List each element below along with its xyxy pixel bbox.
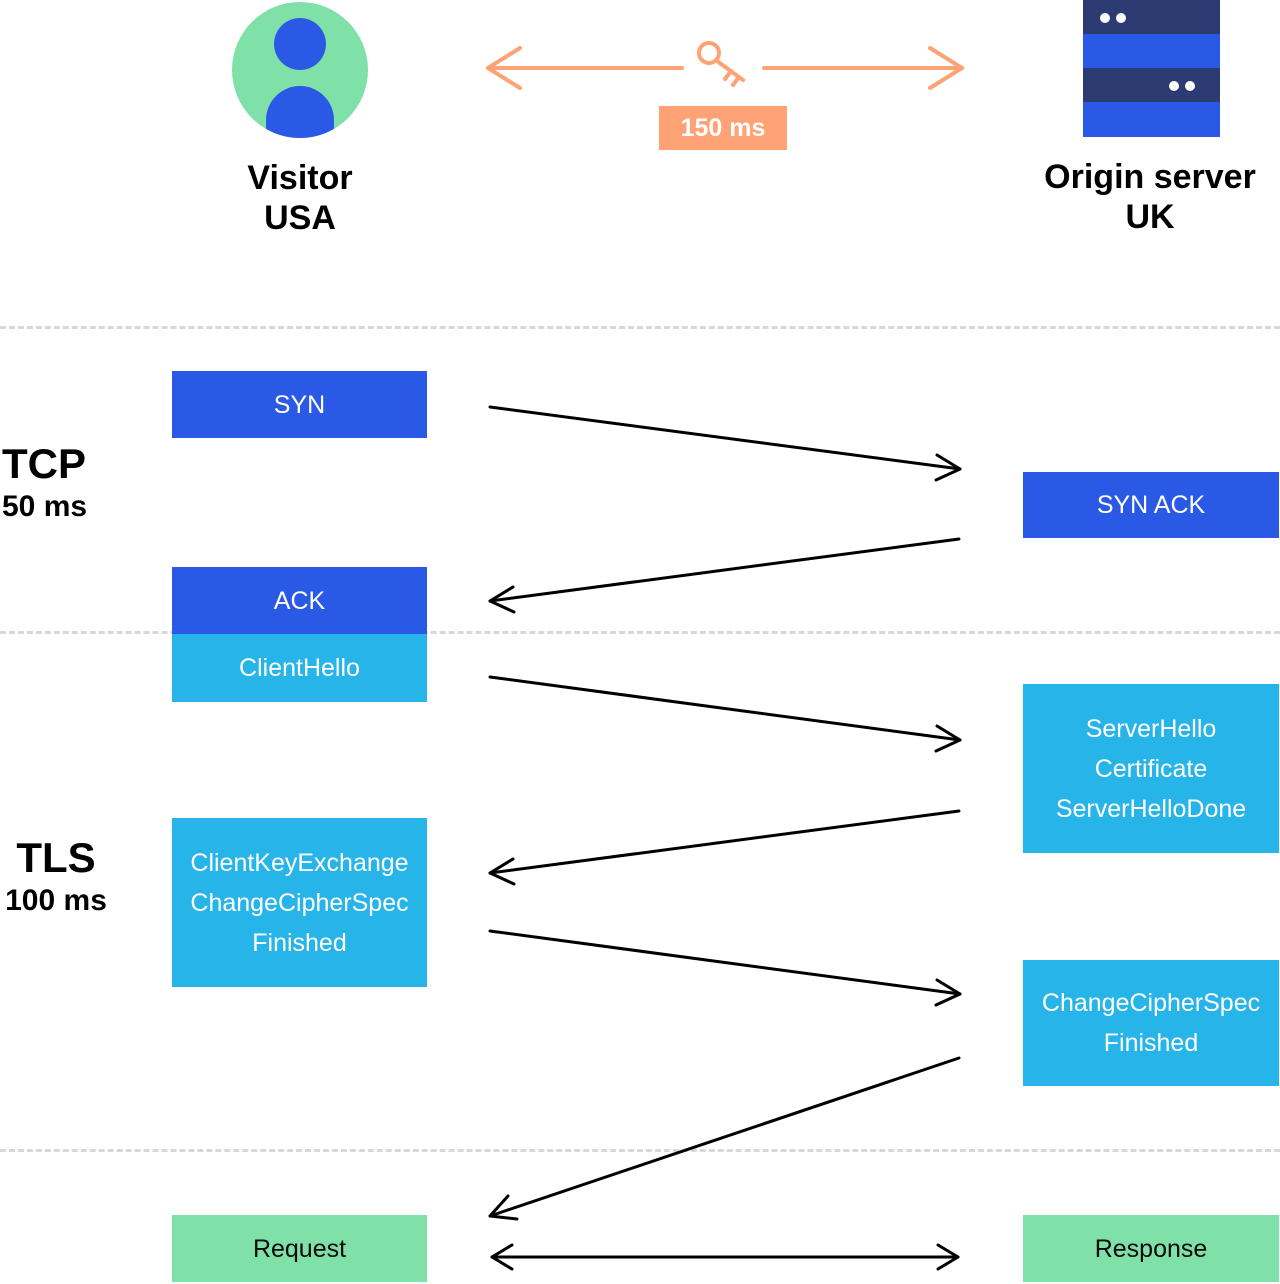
client-hello-box: ClientHello <box>172 634 427 702</box>
certificate-label: Certificate <box>1094 754 1208 783</box>
syn-ack-arrow <box>488 537 961 614</box>
server-hello-done-label: ServerHelloDone <box>1055 794 1247 823</box>
client-hello-arrow <box>488 675 962 753</box>
visitor-name: Visitor <box>247 159 353 197</box>
server-finished-arrow <box>488 1056 961 1221</box>
tcp-phase-time: 50 ms <box>2 490 88 523</box>
divider-header <box>0 326 1280 329</box>
server-change-cipher-spec-label: ChangeCipherSpec <box>1041 989 1261 1017</box>
tcp-phase-name: TCP <box>2 440 86 487</box>
response-box: Response <box>1023 1215 1279 1282</box>
tls-phase-name: TLS <box>16 834 96 881</box>
divider-tcp-tls <box>0 631 1280 634</box>
server-hello-label: ServerHello <box>1085 714 1217 743</box>
request-response-arrow <box>490 1243 960 1271</box>
client-key-exchange-box: ClientKeyExchange ChangeCipherSpec Finis… <box>172 818 427 987</box>
latency-label: 150 ms <box>680 113 766 142</box>
ack-box: ACK <box>172 567 427 634</box>
client-finished-label: Finished <box>252 928 347 957</box>
divider-tls-http <box>0 1149 1280 1152</box>
tls-phase-label: TLS 100 ms <box>0 834 112 920</box>
tcp-phase-label: TCP 50 ms <box>2 440 87 526</box>
server-hello-arrow <box>488 809 961 886</box>
visitor-heading: Visitor USA <box>180 158 420 238</box>
syn-arrow <box>488 405 962 482</box>
latency-double-arrow <box>486 46 964 90</box>
key-icon <box>697 41 745 87</box>
syn-box: SYN <box>172 371 427 438</box>
server-finished-box: ChangeCipherSpec Finished <box>1023 960 1279 1086</box>
server-heading: Origin server UK <box>1020 157 1280 237</box>
response-label: Response <box>1094 1234 1208 1263</box>
request-box: Request <box>172 1215 427 1282</box>
client-key-exchange-arrow <box>488 929 962 1007</box>
ack-label: ACK <box>273 586 326 615</box>
client-change-cipher-spec-label: ChangeCipherSpec <box>190 888 409 917</box>
server-finished-label: Finished <box>1103 1029 1199 1057</box>
latency-badge: 150 ms <box>659 106 787 150</box>
client-key-exchange-label: ClientKeyExchange <box>190 848 409 877</box>
server-hello-box: ServerHello Certificate ServerHelloDone <box>1023 684 1279 853</box>
tls-phase-time: 100 ms <box>5 884 107 917</box>
visitor-avatar-icon <box>232 2 368 138</box>
syn-ack-box: SYN ACK <box>1023 472 1279 538</box>
server-location: UK <box>1125 198 1175 236</box>
request-label: Request <box>252 1234 347 1263</box>
visitor-location: USA <box>264 199 336 237</box>
server-name: Origin server <box>1044 158 1256 196</box>
syn-ack-label: SYN ACK <box>1096 491 1206 519</box>
client-hello-label: ClientHello <box>239 654 360 682</box>
syn-label: SYN <box>273 390 326 419</box>
server-rack-icon <box>1083 0 1220 137</box>
